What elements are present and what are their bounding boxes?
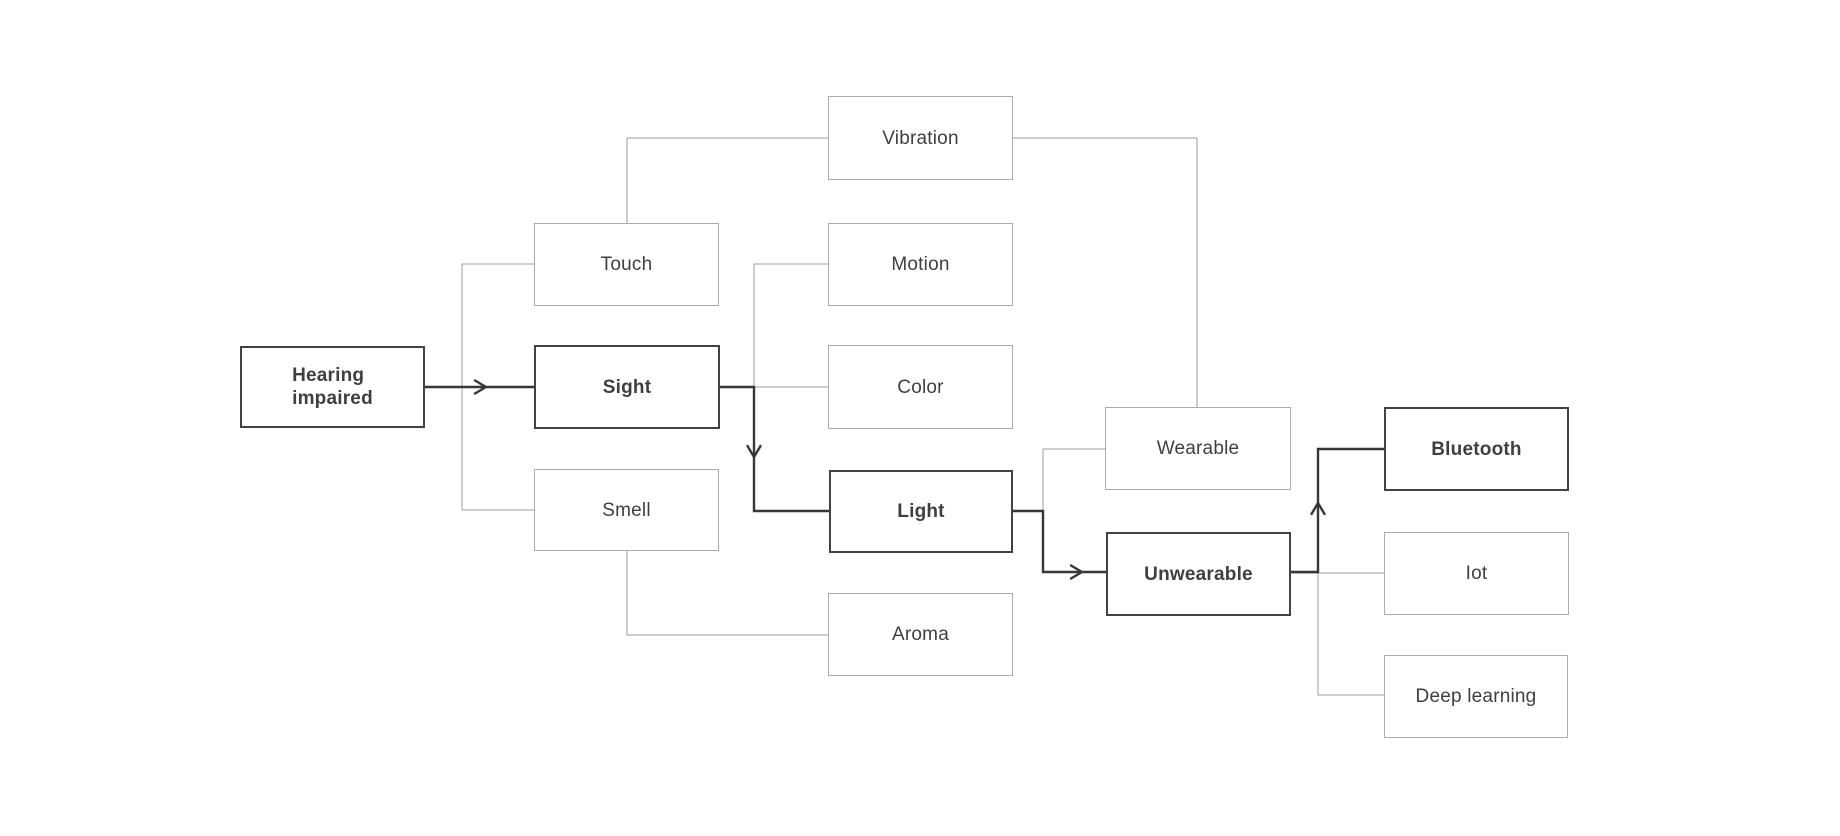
node-label-light: Light <box>897 501 945 522</box>
node-label-sight: Sight <box>602 376 652 398</box>
node-motion[interactable]: Motion <box>828 223 1013 306</box>
node-bluetooth[interactable]: Bluetooth <box>1384 407 1569 491</box>
node-wearable[interactable]: Wearable <box>1105 407 1291 490</box>
node-label-aroma: Aroma <box>892 624 949 645</box>
edge-light-to-unwearable <box>1013 509 1106 574</box>
node-touch[interactable]: Touch <box>534 223 719 306</box>
node-label-smell: Smell <box>602 499 651 521</box>
node-label-color: Color <box>897 376 944 398</box>
arrowhead-right-icon <box>473 379 488 395</box>
edge-smell-to-aroma <box>626 551 828 636</box>
node-deep-learning[interactable]: Deep learning <box>1384 655 1568 738</box>
edge-light-to-wearable <box>1042 448 1105 511</box>
node-sight[interactable]: Sight <box>534 345 720 429</box>
edge-sight-to-motion <box>753 263 828 387</box>
arrowhead-down-icon <box>746 444 762 459</box>
node-label-iot: Iot <box>1465 563 1488 584</box>
edge-hearing-impaired-to-touch <box>461 263 534 387</box>
node-label-wearable: Wearable <box>1156 438 1240 459</box>
arrowhead-up-icon <box>1310 501 1326 516</box>
node-label-vibration: Vibration <box>882 127 959 149</box>
node-iot[interactable]: Iot <box>1384 532 1569 615</box>
node-hearing-impaired[interactable]: Hearing impaired <box>240 346 425 428</box>
edge-touch-to-vibration <box>626 137 828 223</box>
node-color[interactable]: Color <box>828 345 1013 429</box>
edge-sight-to-light <box>720 385 829 513</box>
node-label-deep-learning: Deep learning <box>1415 686 1537 707</box>
node-smell[interactable]: Smell <box>534 469 719 551</box>
node-label-touch: Touch <box>600 254 653 275</box>
edge-unwearable-to-deep-learning <box>1317 572 1384 696</box>
arrowhead-right-icon <box>1069 564 1084 580</box>
node-label-bluetooth: Bluetooth <box>1431 438 1522 460</box>
node-label-hearing-impaired: Hearing impaired <box>292 365 373 409</box>
node-label-unwearable: Unwearable <box>1144 563 1253 585</box>
edge-vibration-to-wearable <box>1013 137 1198 407</box>
node-light[interactable]: Light <box>829 470 1013 553</box>
edge-unwearable-to-bluetooth <box>1291 447 1384 574</box>
node-unwearable[interactable]: Unwearable <box>1106 532 1291 616</box>
node-label-motion: Motion <box>891 254 950 275</box>
node-aroma[interactable]: Aroma <box>828 593 1013 676</box>
edge-hearing-impaired-to-smell <box>461 387 534 511</box>
node-vibration[interactable]: Vibration <box>828 96 1013 180</box>
